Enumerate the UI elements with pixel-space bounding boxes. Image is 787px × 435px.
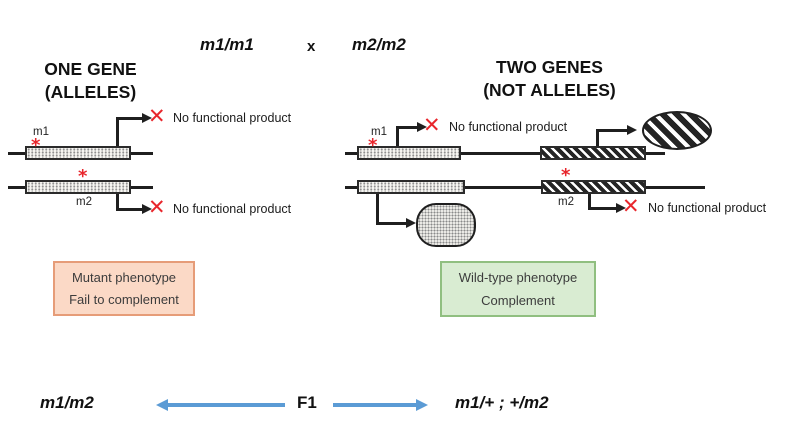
gene-box-m1-stippled: [25, 146, 131, 160]
f1-left-arrowhead-icon: [156, 399, 168, 411]
one-gene-heading-line1: ONE GENE: [44, 59, 137, 79]
chromosome-line: [345, 152, 665, 155]
m2-label: m2: [76, 196, 92, 208]
m1-label: m1: [33, 126, 49, 138]
chromosome-line: [345, 186, 705, 189]
f1-right-arrow: [333, 403, 417, 407]
arrow-line: [116, 117, 143, 120]
cross-operator: x: [307, 38, 316, 55]
no-functional-product-label: No functional product: [648, 201, 767, 215]
red-x-icon: ✕: [622, 194, 640, 218]
gene-box-two-hatched: [540, 146, 646, 160]
arrowhead-icon: [406, 218, 416, 228]
wildtype-phenotype-line1: Wild-type phenotype: [458, 270, 578, 286]
arrow-line: [116, 208, 143, 211]
two-genes-heading-line1: TWO GENES: [496, 57, 603, 77]
arrow-line: [376, 222, 407, 225]
m1-label: m1: [371, 126, 387, 138]
wildtype-phenotype-box: Wild-type phenotype Complement: [440, 261, 596, 317]
functional-product-ellipse: [642, 111, 712, 150]
mutation-asterisk-icon: *: [561, 165, 571, 186]
red-x-icon: ✕: [148, 104, 166, 128]
arrowhead-icon: [142, 113, 152, 123]
gene-box-m1-stippled: [357, 146, 461, 160]
one-gene-heading-line2: (ALLELES): [44, 82, 137, 102]
gene-box-m2-stippled: [25, 180, 131, 194]
mutant-phenotype-box: Mutant phenotype Fail to complement: [53, 261, 195, 316]
cross-genotype-left: m1/m1: [200, 35, 254, 54]
mutant-phenotype-line2: Fail to complement: [69, 292, 179, 307]
mutant-phenotype-line1: Mutant phenotype: [71, 270, 177, 285]
f1-right-arrowhead-icon: [416, 399, 428, 411]
f1-genotype-left: m1/m2: [40, 393, 94, 412]
arrow-line: [596, 129, 599, 146]
arrow-line: [116, 117, 119, 146]
no-functional-product-label: No functional product: [173, 202, 292, 216]
arrow-line: [116, 194, 119, 211]
red-x-icon: ✕: [148, 195, 166, 219]
gene-box-m2-hatched: [541, 180, 646, 194]
arrow-line: [588, 194, 591, 210]
cross-genotype-right: m2/m2: [352, 35, 406, 54]
arrowhead-icon: [417, 122, 427, 132]
arrow-line: [396, 126, 399, 146]
arrow-line: [596, 129, 628, 132]
red-x-icon: ✕: [423, 113, 441, 137]
mutation-asterisk-icon: *: [31, 135, 41, 156]
mutation-asterisk-icon: *: [78, 166, 88, 187]
no-functional-product-label: No functional product: [449, 120, 568, 134]
arrowhead-icon: [616, 203, 626, 213]
functional-product-blob: [416, 203, 476, 247]
two-genes-heading-line2: (NOT ALLELES): [483, 80, 616, 100]
f1-left-arrow: [166, 403, 285, 407]
arrow-line: [376, 194, 379, 225]
arrowhead-icon: [142, 204, 152, 214]
arrowhead-icon: [627, 125, 637, 135]
mutation-asterisk-icon: *: [368, 135, 378, 156]
wildtype-phenotype-line2: Complement: [481, 292, 555, 308]
one-gene-heading: ONE GENE (ALLELES): [28, 58, 153, 104]
arrow-line: [588, 207, 617, 210]
arrow-line: [396, 126, 418, 129]
gene-box-one-stippled: [357, 180, 465, 194]
no-functional-product-label: No functional product: [173, 111, 292, 125]
m2-label: m2: [558, 196, 574, 208]
two-genes-heading: TWO GENES (NOT ALLELES): [452, 56, 647, 102]
f1-genotype-right: m1/+ ; +/m2: [455, 393, 549, 412]
f1-label: F1: [297, 393, 317, 412]
